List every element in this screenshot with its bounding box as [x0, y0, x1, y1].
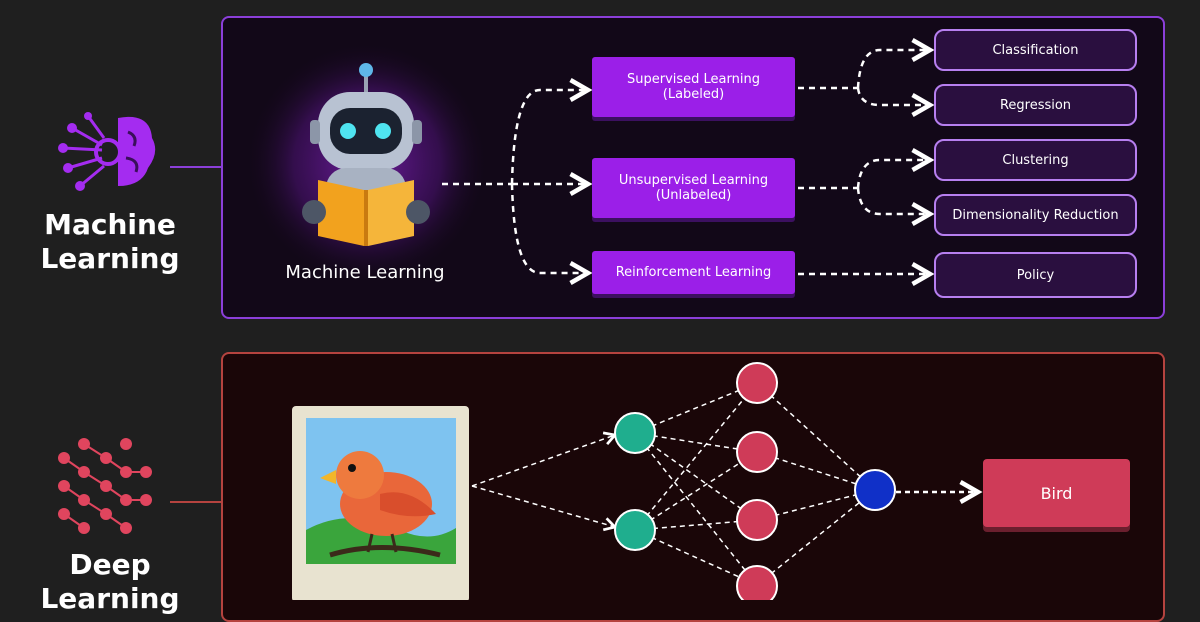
robot-reading-book	[245, 41, 489, 285]
supervised-label: Supervised Learning	[627, 72, 760, 87]
input-node	[614, 412, 656, 454]
classification-box: Classification	[934, 29, 1137, 71]
reinforcement-label: Reinforcement Learning	[615, 265, 772, 280]
brain-network-icon	[58, 112, 156, 191]
ml-diagram	[245, 38, 935, 286]
input-node	[614, 509, 656, 551]
dimensionality-reduction-box: Dimensionality Reduction	[934, 194, 1137, 236]
regression-box: Regression	[934, 84, 1137, 126]
unsupervised-label: Unsupervised Learning	[618, 173, 769, 188]
ml-side-title: Machine Learning	[30, 208, 190, 276]
clustering-box: Clustering	[934, 139, 1137, 181]
left-icons	[58, 112, 221, 534]
ml-title-line2: Learning	[40, 242, 180, 275]
bird-photo	[292, 406, 469, 600]
robot-caption: Machine Learning	[285, 262, 445, 283]
unsupervised-sublabel: (Unlabeled)	[655, 188, 732, 203]
supervised-sublabel: (Labeled)	[662, 87, 725, 102]
bird-output-box: Bird	[983, 459, 1130, 527]
supervised-learning-box: Supervised Learning (Labeled)	[592, 57, 795, 117]
policy-box: Policy	[934, 252, 1137, 298]
unsupervised-learning-box: Unsupervised Learning (Unlabeled)	[592, 158, 795, 218]
dl-title-line1: Deep	[69, 548, 151, 581]
neural-network-icon	[58, 438, 152, 534]
hidden-node	[736, 362, 778, 404]
network-edges	[471, 382, 983, 586]
dl-diagram	[292, 362, 983, 600]
reinforcement-learning-box: Reinforcement Learning	[592, 251, 795, 294]
output-node	[854, 469, 896, 511]
hidden-node	[736, 499, 778, 541]
ml-title-line1: Machine	[44, 208, 176, 241]
hidden-node	[736, 565, 778, 600]
hidden-node	[736, 431, 778, 473]
